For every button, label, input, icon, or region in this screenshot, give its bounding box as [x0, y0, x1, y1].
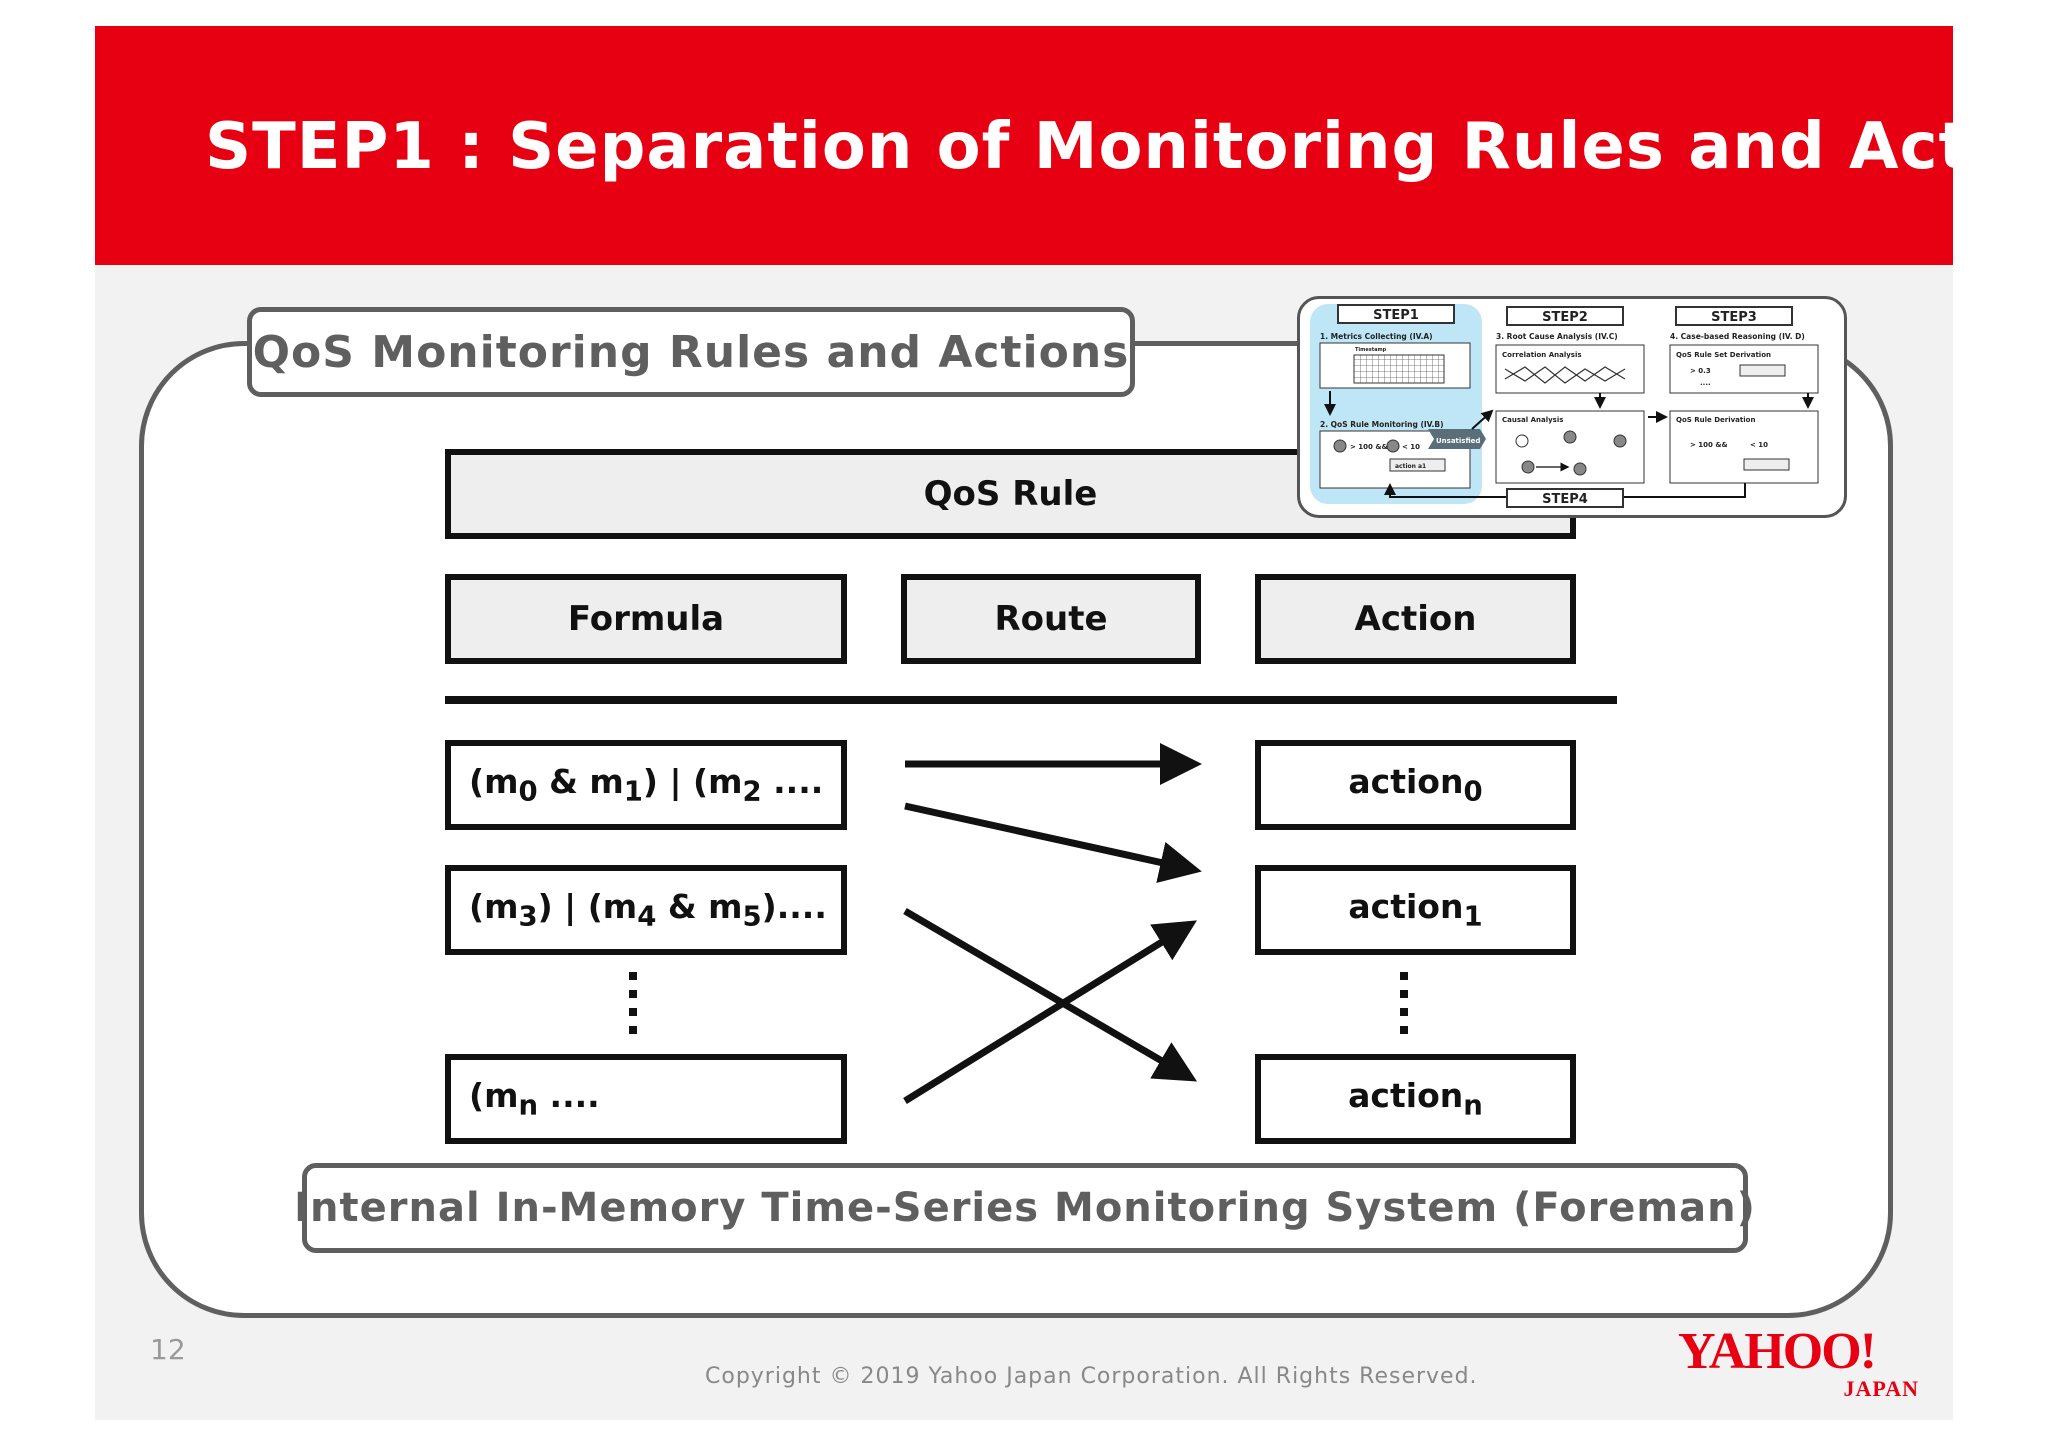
step4-tag-label: STEP4 — [1542, 492, 1588, 507]
formula-header-label: Formula — [567, 599, 725, 639]
route-arrow-0-to-1 — [904, 802, 1202, 883]
rule-condition-text-2: < 10 — [1402, 443, 1420, 451]
rule-set-action-box — [1739, 364, 1786, 377]
step1-to-step2-arrow — [1471, 409, 1494, 430]
yahoo-japan-logo: YAHOO! JAPAN — [1678, 1323, 1923, 1401]
formula-box-1: (m3) | (m4 & m5).... — [445, 865, 847, 955]
rule-action-box — [1389, 458, 1446, 472]
action-header: Action — [1255, 574, 1576, 664]
formula-text-1: (m3) | (m4 & m5).... — [469, 887, 827, 933]
title-bar: STEP1 : Separation of Monitoring Rules a… — [95, 26, 2048, 265]
correlation-label: Correlation Analysis — [1502, 351, 1582, 359]
metrics-grid — [1353, 354, 1445, 384]
section-label-1: 1. Metrics Collecting (IV.A) — [1320, 332, 1433, 341]
rule-derivation-label: QoS Rule Derivation — [1676, 416, 1755, 424]
formula-box-n: (mn .... — [445, 1054, 847, 1144]
unsatisfied-label: Unsatisfied — [1436, 437, 1480, 445]
causal-node-icon-3 — [1613, 434, 1627, 448]
causal-node-icon-4 — [1521, 460, 1535, 474]
derived-action-box — [1743, 458, 1790, 471]
page-number: 12 — [150, 1333, 186, 1366]
action-box-0: action0 — [1255, 740, 1576, 830]
action-box-n: actionn — [1255, 1054, 1576, 1144]
action-text-n: actionn — [1348, 1076, 1483, 1122]
section-label-4: 4. Case-based Reasoning (IV. D) — [1670, 332, 1805, 341]
formula-box-0: (m0 & m1) | (m2 .... — [445, 740, 847, 830]
rule-condition-text: > 100 && — [1350, 443, 1388, 451]
causal-node-icon-2 — [1563, 430, 1577, 444]
qos-rule-label: QoS Rule — [923, 474, 1098, 514]
metric-node-icon — [1333, 439, 1347, 453]
route-arrows — [903, 743, 1202, 1104]
action-text-1: action1 — [1348, 887, 1483, 933]
unsatisfied-badge — [1428, 429, 1486, 449]
route-header-label: Route — [994, 599, 1108, 639]
action-box-1: action1 — [1255, 865, 1576, 955]
rule-set-box — [1669, 344, 1819, 394]
derived-rule-text: > 100 && — [1690, 441, 1728, 449]
step2-tag — [1506, 306, 1624, 326]
correlation-waves — [1504, 366, 1626, 384]
formula-ellipsis — [629, 972, 637, 1034]
route-arrow-1-to-n — [903, 907, 1198, 1082]
route-header: Route — [901, 574, 1201, 664]
formula-text-n: (mn .... — [469, 1076, 600, 1122]
step4-tag — [1506, 488, 1624, 508]
copyright-text: Copyright © 2019 Yahoo Japan Corporation… — [705, 1364, 1478, 1389]
causal-node-icon-5 — [1573, 462, 1587, 476]
rule-derivation-box — [1669, 410, 1819, 484]
logo-main-text: YAHOO! — [1678, 1323, 1877, 1380]
step3-tag — [1675, 306, 1793, 326]
action-header-label: Action — [1354, 599, 1477, 639]
slide: STEP1 : Separation of Monitoring Rules a… — [95, 26, 2048, 1420]
rule-set-label: QoS Rule Set Derivation — [1676, 351, 1771, 359]
rule-set-dots: .... — [1700, 379, 1711, 387]
monitoring-system-label: Internal In-Memory Time-Series Monitorin… — [294, 1163, 1755, 1253]
formula-text-0: (m0 & m1) | (m2 .... — [469, 762, 824, 808]
step1-tag-label: STEP1 — [1373, 308, 1419, 323]
derived-rule-text-2: < 10 — [1750, 441, 1768, 449]
logo-sub-text: JAPAN — [1843, 1376, 1919, 1401]
correlation-waves-2 — [1504, 366, 1626, 384]
corr-value-text: > 0.3 — [1690, 367, 1711, 375]
section-label-3: 3. Root Cause Analysis (IV.C) — [1496, 332, 1618, 341]
route-arrow-n-to-1 — [903, 920, 1197, 1104]
formula-header: Formula — [445, 574, 847, 664]
causal-label: Causal Analysis — [1502, 416, 1563, 424]
rule-action-label: action a1 — [1395, 463, 1426, 470]
overview-inset: STEP1 STEP2 STEP3 1. Metrics Collecting … — [1297, 296, 1847, 518]
overview-diagram: STEP1 STEP2 STEP3 1. Metrics Collecting … — [1310, 304, 1819, 508]
step1-tag — [1337, 304, 1455, 324]
metric-node-icon-2 — [1386, 439, 1400, 453]
timestamp-label: Timestamp — [1355, 347, 1387, 353]
slide-title: STEP1 : Separation of Monitoring Rules a… — [205, 110, 2048, 184]
frame-label: QoS Monitoring Rules and Actions — [247, 307, 1135, 397]
step2-tag-label: STEP2 — [1542, 310, 1588, 325]
header-divider — [445, 696, 1617, 704]
section-label-2: 2. QoS Rule Monitoring (IV.B) — [1320, 420, 1444, 429]
causal-node-icon-1 — [1515, 434, 1529, 448]
action-ellipsis — [1400, 972, 1408, 1034]
action-text-0: action0 — [1348, 762, 1483, 808]
step3-tag-label: STEP3 — [1711, 310, 1757, 325]
